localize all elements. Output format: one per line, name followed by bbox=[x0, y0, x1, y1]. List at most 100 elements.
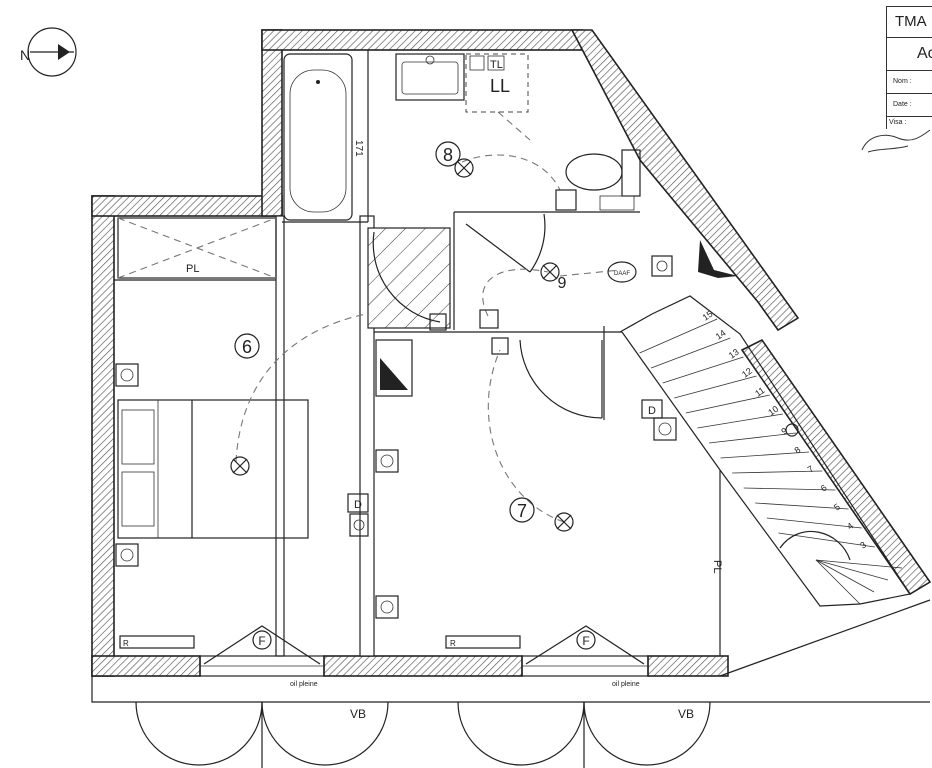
socket-icon bbox=[651, 255, 673, 277]
closet-pl-right-label: PL bbox=[711, 560, 723, 573]
stair-step-label: 5 bbox=[832, 502, 842, 513]
closet-pl-top-label: PL bbox=[186, 263, 199, 275]
wall-bottom-3 bbox=[647, 655, 729, 677]
closet-frame bbox=[117, 217, 277, 279]
outer-walls bbox=[91, 29, 932, 703]
socket-icon bbox=[653, 417, 677, 441]
wall-bottom-2 bbox=[323, 655, 523, 677]
socket-icon bbox=[353, 519, 365, 531]
stair-tread bbox=[732, 470, 823, 474]
tap-icon bbox=[425, 55, 435, 65]
window-2-sash bbox=[525, 625, 645, 665]
shutter-arc-2 bbox=[261, 701, 389, 766]
bathroom-fixtures bbox=[283, 53, 641, 221]
closet-marker-room7 bbox=[380, 358, 408, 390]
title-nom: Nom : bbox=[887, 71, 932, 94]
stair-step-label: 11 bbox=[753, 385, 766, 399]
room9-label: 9 bbox=[558, 275, 567, 292]
north-label: N bbox=[20, 47, 30, 63]
radiator-r1-label: R bbox=[123, 639, 129, 648]
stair-tread bbox=[720, 451, 810, 459]
room8-circle bbox=[435, 141, 461, 167]
socket-icon bbox=[380, 454, 394, 468]
stair-tread bbox=[639, 318, 718, 354]
socket-icon bbox=[115, 363, 139, 387]
sockets bbox=[115, 189, 799, 619]
shutter-arc-4 bbox=[583, 701, 711, 766]
balcony-edge bbox=[91, 676, 930, 703]
radiators bbox=[119, 635, 521, 649]
stair-step-label: 10 bbox=[766, 404, 780, 418]
radiator-2 bbox=[445, 635, 521, 649]
stair-tread bbox=[743, 487, 836, 491]
balcony-edge-angle bbox=[719, 599, 931, 677]
stair-step-label: 15 bbox=[701, 309, 715, 323]
stair-direction-arc bbox=[779, 531, 851, 561]
sink-basin bbox=[401, 61, 459, 95]
stair-step-label: 6 bbox=[819, 483, 829, 494]
marker-ne bbox=[698, 240, 738, 278]
closet-pl-top bbox=[117, 217, 277, 279]
door-room7-arc bbox=[519, 339, 603, 419]
switch-icon bbox=[479, 309, 499, 329]
staircase bbox=[619, 295, 911, 607]
detector-d1-label: D bbox=[354, 499, 362, 511]
circuit-bath bbox=[461, 154, 561, 191]
laundry-label: LL bbox=[490, 76, 510, 96]
stair-outline bbox=[619, 295, 911, 607]
shutter-arc-1 bbox=[135, 701, 263, 766]
title-visa: Visa : bbox=[889, 119, 907, 126]
stair-tread bbox=[766, 517, 862, 529]
stair-step-label: 3 bbox=[858, 540, 868, 551]
radiator-r2-label: R bbox=[450, 639, 456, 648]
wall-bottom-1 bbox=[91, 655, 201, 677]
wall-left-bath bbox=[261, 29, 283, 217]
room7-label: 7 bbox=[517, 501, 527, 521]
window-f1-circle bbox=[252, 630, 272, 650]
alarm-label: DAAF bbox=[614, 271, 630, 277]
stair-winder bbox=[815, 559, 875, 593]
wall-left bbox=[91, 195, 115, 677]
title-code: Ac bbox=[887, 38, 932, 71]
room-labels: 6 7 8 9 bbox=[234, 141, 567, 523]
circuit-hall bbox=[482, 268, 549, 317]
stair-tread bbox=[674, 375, 757, 399]
windows bbox=[135, 625, 711, 768]
socket-icon bbox=[120, 548, 134, 562]
wall-angled-ne bbox=[570, 29, 800, 332]
room7-closet bbox=[375, 339, 413, 397]
bathtub-inner bbox=[289, 69, 347, 213]
title-block: TMA Ac Nom : Date : Visa : bbox=[886, 6, 932, 129]
detector-box bbox=[347, 493, 369, 513]
room6-label: 6 bbox=[242, 337, 252, 357]
pillow-2 bbox=[121, 471, 155, 527]
circuit-room7 bbox=[487, 349, 565, 523]
vb-label-2: VB bbox=[678, 707, 694, 721]
room7-circle bbox=[509, 497, 535, 523]
sill-text-1: oil pleine bbox=[290, 681, 318, 688]
laundry-box bbox=[487, 55, 505, 71]
sink bbox=[395, 53, 465, 101]
stair-tread bbox=[651, 337, 731, 369]
stair-step-label: 7 bbox=[806, 464, 816, 475]
toilet-bowl bbox=[565, 153, 623, 191]
window-f2-circle bbox=[576, 630, 596, 650]
title-company: TMA bbox=[887, 7, 932, 38]
compass-circle bbox=[27, 27, 77, 77]
bed bbox=[117, 399, 309, 539]
laundry-box-label: TL bbox=[490, 59, 503, 71]
stair-tread bbox=[662, 356, 744, 384]
radiator-1 bbox=[119, 635, 195, 649]
sill-text-2: oil pleine bbox=[612, 681, 640, 688]
bathtub-drain bbox=[316, 80, 320, 84]
signature bbox=[861, 129, 931, 153]
stair-tread bbox=[685, 394, 770, 414]
stair-step-label: 8 bbox=[793, 445, 803, 456]
vb-label-1: VB bbox=[350, 707, 366, 721]
socket-icon bbox=[349, 513, 369, 537]
plan-labels: N LL TL PL PL 171 DAAF D D F F oil plein… bbox=[20, 47, 723, 721]
switch-icon bbox=[491, 337, 509, 355]
switch-icon bbox=[555, 189, 577, 211]
